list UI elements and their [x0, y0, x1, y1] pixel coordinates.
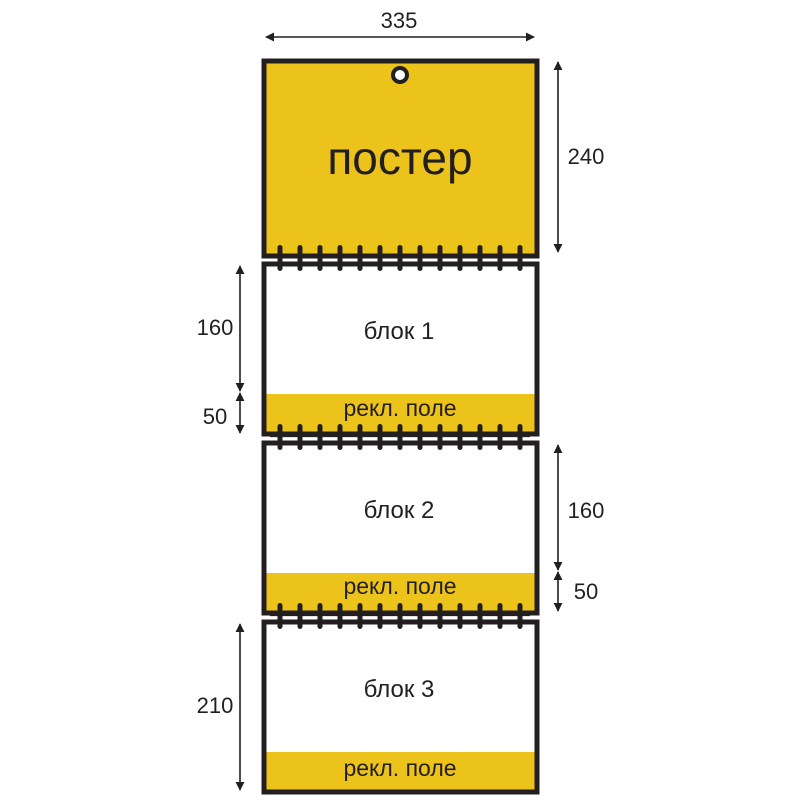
poster-label: постер — [327, 132, 472, 184]
block-2-ad-label: рекл. поле — [343, 573, 456, 599]
binding-ring — [497, 603, 503, 629]
binding-ring — [397, 603, 403, 629]
binding-ring — [277, 603, 283, 629]
block-1-height-dimension-label: 160 — [197, 315, 234, 340]
binding-ring — [417, 245, 423, 271]
binding-ring — [277, 245, 283, 271]
binding-ring — [357, 603, 363, 629]
dimension-labels: 335 240 160 50 160 50 210 — [197, 8, 605, 718]
block-2-panel: блок 2 рекл. поле — [261, 440, 540, 616]
binding-ring — [297, 245, 303, 271]
binding-ring — [277, 424, 283, 450]
binding-ring — [317, 603, 323, 629]
binding-ring — [317, 424, 323, 450]
binding-ring — [437, 424, 443, 450]
binding-ring — [517, 245, 523, 271]
binding-ring — [397, 424, 403, 450]
binding-ring — [477, 245, 483, 271]
binding-ring — [317, 245, 323, 271]
binding-ring — [377, 245, 383, 271]
block-1-ad-label: рекл. поле — [343, 395, 456, 421]
poster-panel: постер — [261, 58, 540, 259]
block-3-height-dimension-label: 210 — [197, 693, 234, 718]
block-2-label: блок 2 — [364, 497, 435, 524]
binding-ring — [457, 603, 463, 629]
binding-ring — [297, 603, 303, 629]
binding-ring — [337, 603, 343, 629]
spiral-binding-2 — [270, 424, 530, 450]
binding-ring — [457, 245, 463, 271]
block-1-label: блок 1 — [364, 318, 435, 345]
spiral-bindings — [270, 245, 530, 629]
block-3-panel: блок 3 рекл. поле — [261, 619, 540, 795]
binding-ring — [337, 245, 343, 271]
binding-ring — [377, 424, 383, 450]
binding-ring — [497, 424, 503, 450]
block-2-ad-height-dimension-label: 50 — [574, 579, 598, 604]
binding-ring — [497, 245, 503, 271]
binding-ring — [457, 424, 463, 450]
binding-ring — [417, 603, 423, 629]
block-3-ad-field — [266, 752, 535, 790]
binding-ring — [477, 424, 483, 450]
block-3-ad-label: рекл. поле — [343, 755, 456, 781]
dimension-lines — [235, 32, 563, 791]
binding-ring — [417, 424, 423, 450]
poster-frame — [261, 58, 540, 259]
binding-ring — [337, 424, 343, 450]
binding-ring — [397, 245, 403, 271]
poster-height-dimension-label: 240 — [568, 144, 605, 169]
binding-ring — [297, 424, 303, 450]
binding-ring — [377, 603, 383, 629]
binding-ring — [517, 424, 523, 450]
block-1-ad-height-dimension-label: 50 — [203, 404, 227, 429]
hanging-hole-icon — [391, 66, 409, 84]
spiral-binding-3 — [270, 603, 530, 629]
binding-ring — [357, 424, 363, 450]
binding-ring — [437, 245, 443, 271]
binding-ring — [437, 603, 443, 629]
binding-ring — [517, 603, 523, 629]
spiral-binding-1 — [270, 245, 530, 271]
block-1-panel: блок 1 рекл. поле — [261, 261, 540, 437]
block-2-height-dimension-label: 160 — [568, 498, 605, 523]
width-dimension-label: 335 — [381, 8, 418, 33]
binding-ring — [477, 603, 483, 629]
block-3-label: блок 3 — [364, 676, 435, 703]
binding-ring — [357, 245, 363, 271]
